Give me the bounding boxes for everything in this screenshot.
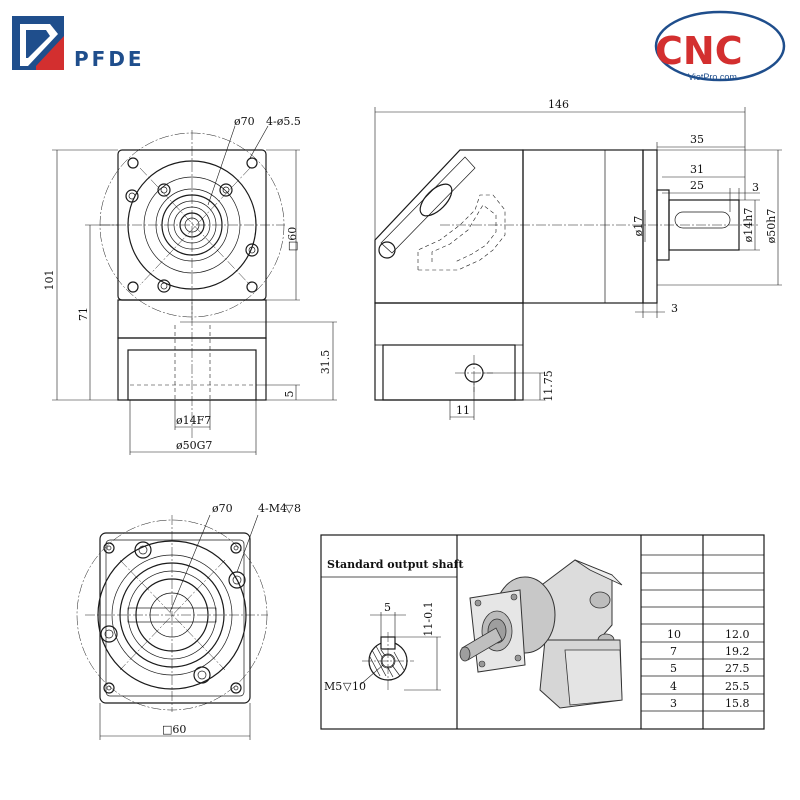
side-pilot-dia-label: ø50h7 [765,209,778,244]
output-view [76,514,268,740]
side-key-offset-label: 3 [752,181,759,194]
shaft-section [359,612,441,691]
pfde-logo-text: PFDE [74,47,145,71]
dimension-labels: ø70 4-ø5.5 □60 101 71 31.5 5 ø14F7 ø50G7… [43,98,778,736]
shaft-tap-label: M5 [324,680,342,693]
shaft-detail-title: Standard output shaft [327,558,464,571]
backlash-cell: 25.5 [725,680,750,693]
shaft-key-width-label: 5 [384,601,391,614]
ratio-cell: 10 [667,628,681,641]
backlash-cell: 19.2 [725,645,750,658]
gearbox-3d-icon [459,559,623,709]
side-bore-height-label: 11.75 [542,370,555,402]
cnc-logo-text: CNC [655,29,743,73]
ratio-cell: 5 [670,662,677,675]
side-length-label: 146 [548,98,569,111]
ratio-cell: 4 [670,680,677,693]
front-center-height-label: 71 [77,307,90,321]
ratio-table: 10 12.0 7 19.2 5 27.5 4 25.5 3 15.8 [667,628,750,710]
side-bore-offset-label: 11 [456,404,470,417]
side-collar-label: ø17 [632,216,645,237]
shaft-tap-depth-label: 10 [352,680,366,693]
side-flange-thk-label: 3 [671,302,678,315]
side-view [374,107,782,420]
detail-panel [320,534,765,730]
pfde-logo-icon [12,16,64,70]
output-depth-label: 8 [294,502,301,515]
backlash-cell: 12.0 [725,628,750,641]
output-flange-label: □60 [162,723,186,736]
front-height-label: 101 [43,270,56,291]
backlash-cell: 27.5 [725,662,750,675]
front-pilot-depth-label: 5 [283,391,296,398]
output-holes-label: 4-M4 [258,502,287,515]
ratio-cell: 7 [670,645,677,658]
shaft-depth-symbol: ▽ [343,680,352,693]
output-bolt-circle-label: ø70 [212,502,233,515]
cnc-logo-icon [654,10,786,82]
backlash-cell: 15.8 [725,697,750,710]
side-shaft-len-label: 31 [690,163,704,176]
front-bolt-circle-label: ø70 [234,115,255,128]
cnc-logo-site: VietPro.com [688,72,737,82]
side-shaft-dia-label: ø14h7 [742,208,755,243]
front-holes-label: 4-ø5.5 [266,115,301,128]
front-pilot-label: ø50G7 [176,439,212,452]
front-bore-label: ø14F7 [176,414,211,427]
front-base-height-label: 31.5 [319,350,332,375]
front-view [52,125,337,455]
side-shaft-total-label: 35 [690,133,704,146]
front-flange-label: □60 [286,227,299,251]
shaft-key-height-label: 11-0.1 [422,601,435,636]
side-key-len-label: 25 [690,179,704,192]
output-depth-symbol: ▽ [285,502,294,515]
ratio-cell: 3 [670,697,677,710]
